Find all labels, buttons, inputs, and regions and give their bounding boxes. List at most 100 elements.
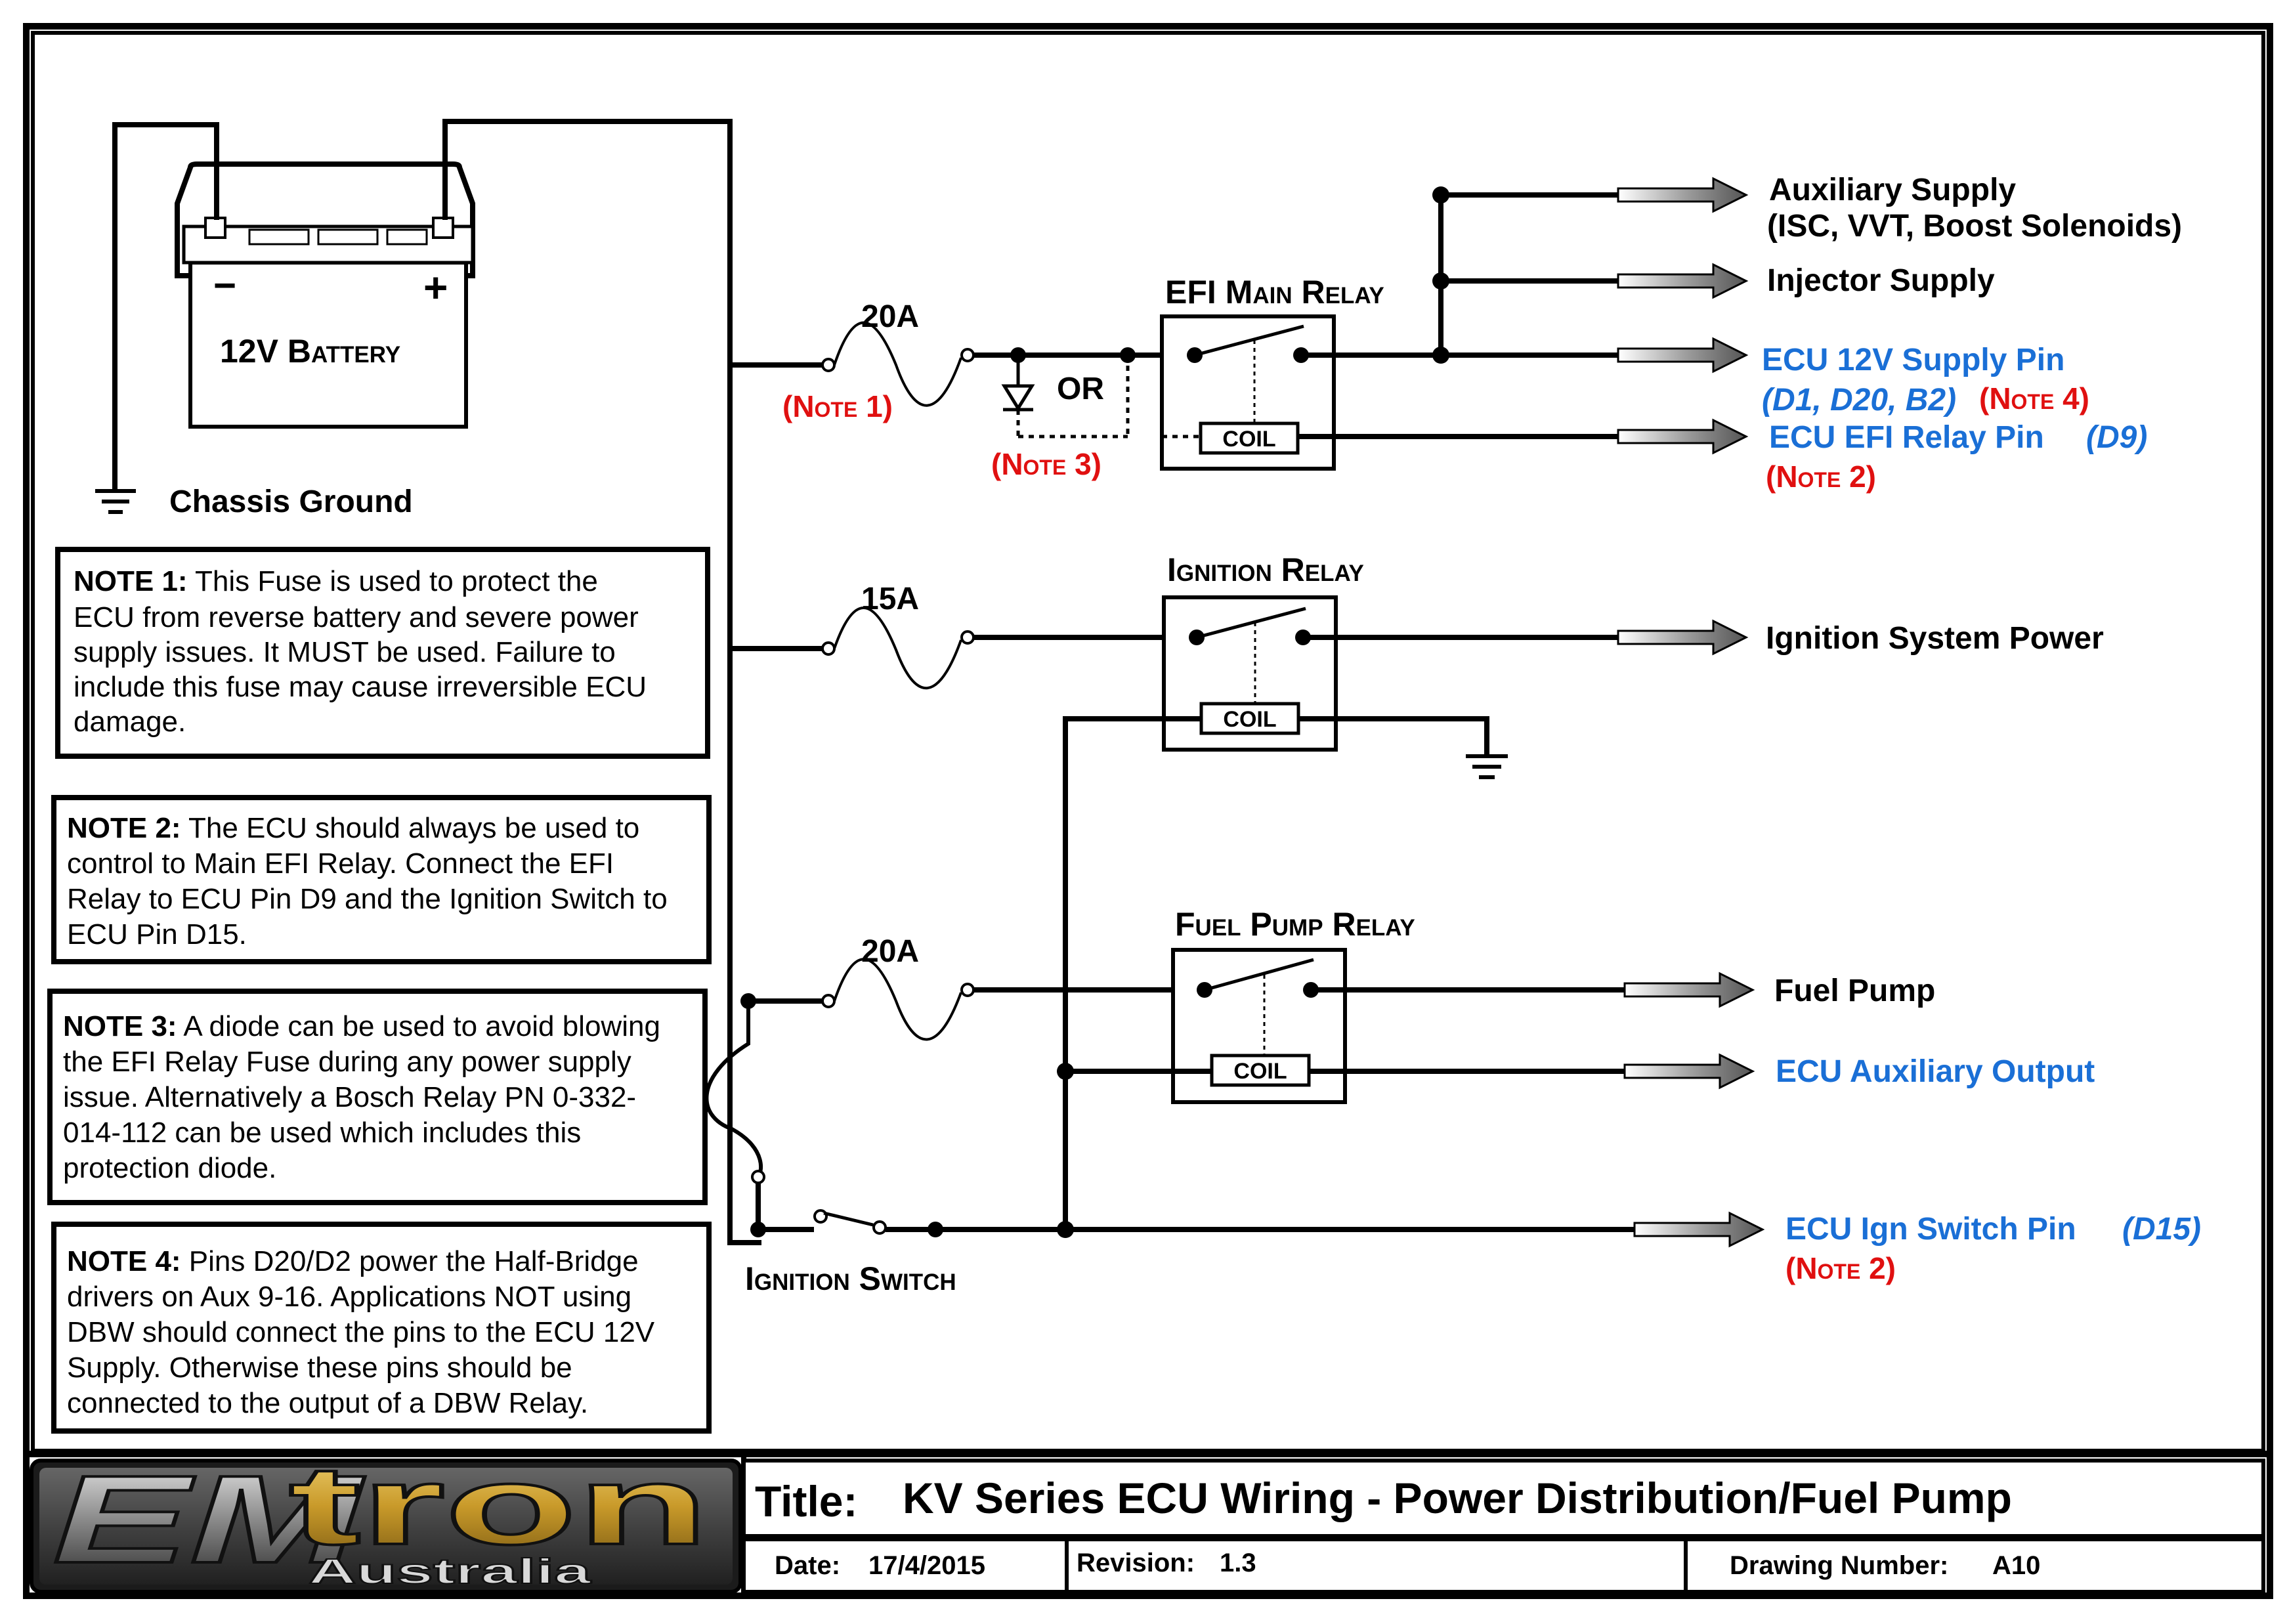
- ignition-relay-label: Ignition Relay: [1167, 551, 1364, 588]
- output-ecu-efi: ECU EFI Relay Pin: [1769, 420, 2044, 455]
- svg-text:NOTE 4: Pins D20/D2 power the: NOTE 4: Pins D20/D2 power the Half-Bridg…: [67, 1245, 639, 1277]
- note-1-line: This Fuse is used to protect the: [188, 565, 598, 597]
- revision-value: 1.3: [1220, 1549, 1256, 1577]
- note-4-head: NOTE 4:: [67, 1245, 181, 1277]
- note-3-line: the EFI Relay Fuse during any power supp…: [63, 1046, 631, 1078]
- svg-text:NOTE 1: This Fuse is used to p: NOTE 1: This Fuse is used to protect the: [74, 565, 598, 597]
- efi-main-relay: COIL: [1160, 314, 1336, 471]
- fuse-2-icon: [821, 607, 975, 690]
- fuse-1-icon: [821, 321, 975, 407]
- drawing-number-value: A10: [1992, 1551, 2040, 1580]
- arrow-injector-supply-icon: [1617, 263, 1749, 299]
- note-4-line: Supply. Otherwise these pins should be: [67, 1352, 572, 1384]
- diode-icon: [1001, 355, 1130, 438]
- junction-dot: [1432, 272, 1449, 289]
- note-4-box: NOTE 4: Pins D20/D2 power the Half-Bridg…: [51, 1222, 712, 1434]
- fuel-pump-relay-label: Fuel Pump Relay: [1175, 906, 1415, 943]
- note-1-head: NOTE 1:: [74, 565, 188, 597]
- note-2-head: NOTE 2:: [67, 812, 181, 844]
- output-ign-power: Ignition System Power: [1766, 621, 2104, 656]
- arrow-ecu-efi-icon: [1617, 418, 1749, 455]
- junction-dot: [1057, 1063, 1074, 1080]
- arrow-aux-supply-icon: [1617, 177, 1749, 213]
- outer-border: [23, 23, 2273, 1599]
- output-ecu-ign: ECU Ign Switch Pin: [1785, 1212, 2076, 1247]
- note-2-line: Relay to ECU Pin D9 and the Ignition Swi…: [67, 883, 668, 915]
- note-4-line: DBW should connect the pins to the ECU 1…: [67, 1316, 655, 1348]
- note-3-line: issue. Alternatively a Bosch Relay PN 0-…: [63, 1081, 636, 1113]
- output-ecu-ign-pin: (D15): [2122, 1212, 2201, 1247]
- arrow-ecu-12v-icon: [1617, 337, 1749, 374]
- efi-relay-label: EFI Main Relay: [1165, 274, 1384, 310]
- efi-relay-coil: [1199, 421, 1300, 455]
- arrow-fuel-pump-icon: [1623, 972, 1755, 1008]
- fuse-terminal: [751, 1170, 765, 1184]
- output-fuel-pump: Fuel Pump: [1774, 973, 1935, 1008]
- battery-label: 12V Battery: [220, 333, 400, 370]
- wire-ign-coil-switch: [1063, 716, 1201, 1229]
- note-3-head: NOTE 3:: [63, 1010, 177, 1042]
- logo-em: EM: [53, 1450, 365, 1589]
- note-1-box: NOTE 1: This Fuse is used to protect the…: [55, 547, 710, 759]
- output-aux-supply: Auxiliary Supply: [1769, 173, 2016, 207]
- drawing-title: KV Series ECU Wiring - Power Distributio…: [903, 1474, 2012, 1522]
- note-4-line: drivers on Aux 9-16. Applications NOT us…: [67, 1281, 631, 1313]
- ign-coil-label: COIL: [1223, 707, 1276, 732]
- battery: − + 12V Battery: [175, 161, 475, 429]
- note-2-ref-ign: (Note 2): [1785, 1251, 1896, 1285]
- junction-dot: [1432, 186, 1449, 203]
- revision-label: Revision:: [1077, 1549, 1195, 1577]
- note-2-line: control to Main EFI Relay. Connect the E…: [67, 847, 614, 880]
- wire-ign-switch-fuse: [704, 1001, 763, 1177]
- fuel-pump-relay: COIL: [1171, 948, 1347, 1104]
- note-2-line: ECU Pin D15.: [67, 918, 247, 951]
- fuse-2-rating: 15A: [861, 582, 919, 616]
- note-3-line: A diode can be used to avoid blowing: [177, 1010, 660, 1042]
- note-1-line: supply issues. It MUST be used. Failure …: [74, 636, 616, 668]
- date-value: 17/4/2015: [868, 1551, 985, 1580]
- battery-minus: −: [213, 263, 236, 307]
- junction-dot: [1057, 1221, 1074, 1238]
- ground-icon: [1466, 754, 1508, 779]
- svg-text:NOTE 3: A diode can be used to: NOTE 3: A diode can be used to avoid blo…: [63, 1010, 660, 1042]
- output-aux-sub: (ISC, VVT, Boost Solenoids): [1767, 209, 2182, 244]
- note-3-line: 014-112 can be used which includes this: [63, 1117, 581, 1149]
- emtron-logo: EM tron Australia: [30, 1442, 742, 1594]
- title-block: EM tron Australia Title: KV Series ECU W…: [26, 1442, 2270, 1596]
- chassis-ground-icon: [95, 489, 136, 514]
- output-ecu-12v: ECU 12V Supply Pin: [1762, 343, 2064, 377]
- note-3-box: NOTE 3: A diode can be used to avoid blo…: [47, 989, 708, 1205]
- arrow-ecu-aux-icon: [1623, 1053, 1755, 1090]
- wire-battery-negative: [112, 122, 219, 489]
- note-4-line: Pins D20/D2 power the Half-Bridge: [181, 1245, 639, 1277]
- note-1-ref: (Note 1): [782, 389, 893, 423]
- wire-ign-coil-ground: [1298, 716, 1489, 755]
- output-ecu-efi-pin: (D9): [2086, 420, 2147, 455]
- fuse-1-rating: 20A: [861, 299, 919, 334]
- note-2-box: NOTE 2: The ECU should always be used to…: [51, 795, 712, 964]
- logo-tron: tron: [289, 1443, 709, 1568]
- output-injector: Injector Supply: [1767, 263, 1995, 298]
- drawing-number-label: Drawing Number:: [1730, 1551, 1948, 1580]
- note-2-line: The ECU should always be used to: [181, 812, 640, 844]
- output-ecu-12v-pins: (D1, D20, B2): [1762, 383, 1956, 417]
- arrow-ecu-ign-icon: [1633, 1211, 1765, 1248]
- note-1-line: ECU from reverse battery and severe powe…: [74, 601, 639, 633]
- output-ecu-aux: ECU Auxiliary Output: [1776, 1054, 2095, 1089]
- fuel-coil-label: COIL: [1233, 1059, 1287, 1084]
- note-3-line: protection diode.: [63, 1152, 276, 1184]
- note-4-ref: (Note 4): [1979, 381, 2089, 416]
- fuse-3-rating: 20A: [861, 934, 919, 969]
- efi-coil-label: COIL: [1222, 427, 1275, 452]
- note-2-ref-efi: (Note 2): [1766, 459, 1876, 494]
- wire-battery-positive-bus: [442, 119, 761, 1245]
- title-label: Title:: [755, 1477, 857, 1526]
- note-4-line: connected to the output of a DBW Relay.: [67, 1387, 588, 1419]
- diode-or-label: OR: [1057, 372, 1104, 406]
- note-3-ref: (Note 3): [991, 447, 1101, 481]
- fuse-3-icon: [821, 958, 975, 1041]
- note-1-line: include this fuse may cause irreversible…: [74, 671, 647, 703]
- chassis-ground-label: Chassis Ground: [169, 484, 413, 519]
